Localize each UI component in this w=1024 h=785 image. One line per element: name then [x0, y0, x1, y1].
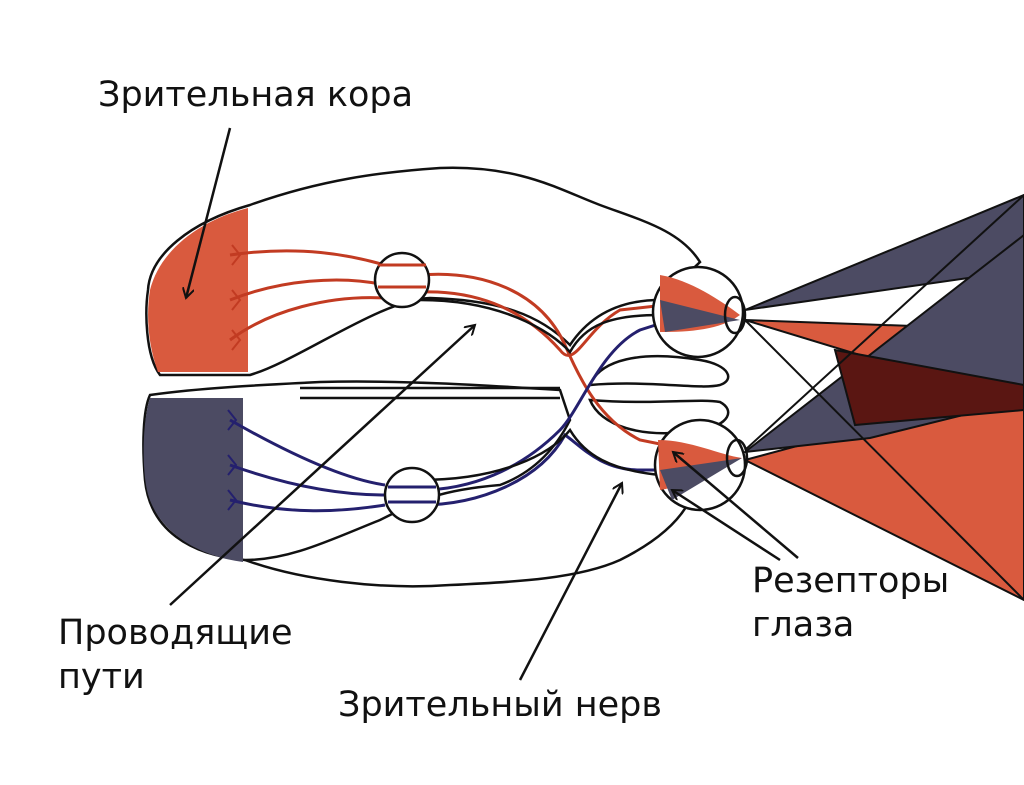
label-eye-receptors: Резепторы глаза [752, 560, 949, 648]
optic-pathways [227, 244, 666, 513]
lgn-upper [373, 251, 431, 309]
brain-lower-hemisphere [142, 380, 572, 562]
brain [142, 166, 730, 588]
visual-cortex-navy [143, 398, 243, 562]
field-overlap [833, 348, 1024, 427]
label-optic-nerve: Зрительный нерв [338, 685, 662, 725]
lgn-lower [383, 466, 441, 524]
lgn-nuclei [373, 251, 441, 524]
visual-field-cones [741, 193, 1024, 602]
pointer-arrows [169, 127, 799, 681]
label-pathways-line2: пути [58, 656, 145, 697]
arrow-pathways [169, 325, 475, 606]
label-receptors-line2: глаза [752, 604, 855, 645]
field-navy-upper [744, 193, 1024, 311]
label-receptors-line1: Резепторы [752, 561, 950, 601]
visual-cortex-red [148, 208, 248, 372]
arrow-receptor-lower [672, 490, 781, 562]
arrow-visual-cortex [186, 127, 232, 298]
label-pathways-line1: Проводящие [58, 613, 293, 653]
arrow-optic-nerve [518, 483, 622, 681]
label-pathways: Проводящие пути [58, 612, 293, 700]
label-visual-cortex: Зрительная кора [98, 75, 414, 115]
arrow-receptor-upper [673, 452, 799, 559]
